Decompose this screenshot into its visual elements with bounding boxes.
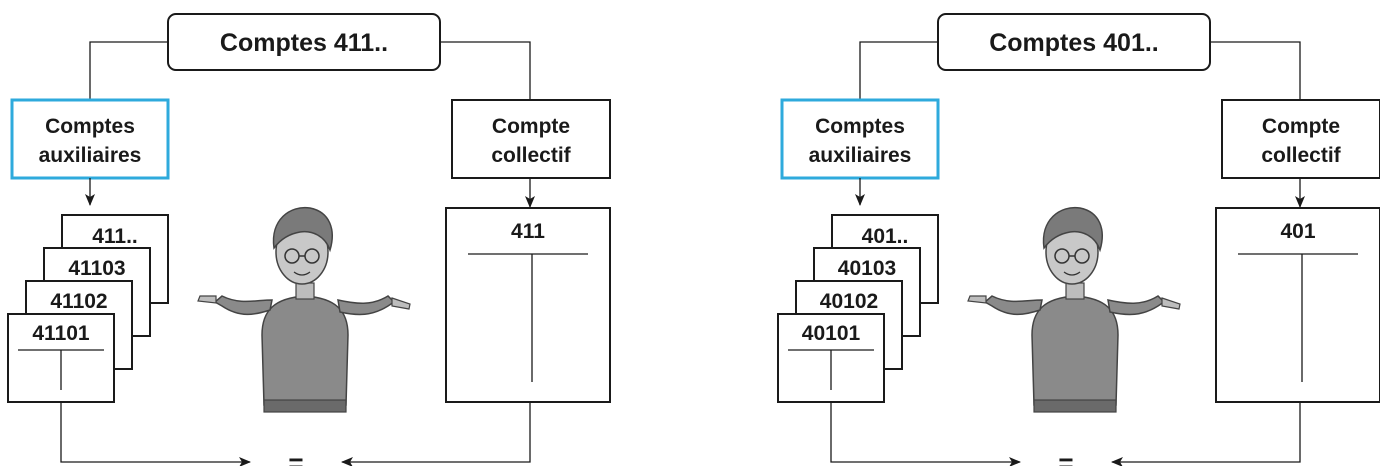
connector-title-collectif [1210, 41, 1301, 100]
connector-title-collectif [440, 41, 531, 100]
collectif-label-line1: Compte [492, 115, 570, 138]
svg-text:401: 401 [1280, 220, 1315, 243]
collectif-label-line2: collectif [491, 144, 571, 167]
diagram-svg: Comptes 401.. Comptes auxiliaires Compte… [777, 13, 1380, 466]
equals-sign: = [1058, 448, 1073, 466]
svg-text:41103: 41103 [68, 257, 125, 280]
collectif-label-line2: collectif [1261, 144, 1341, 167]
auxiliaires-label-line1: Comptes [815, 115, 905, 138]
woman-pointing-figure-icon [967, 206, 1181, 413]
auxiliaires-box [10, 98, 170, 180]
woman-pointing-figure-icon [197, 206, 411, 413]
svg-text:401..: 401.. [862, 225, 909, 248]
collectif-t-account: 401 [1215, 207, 1380, 403]
title-label: Comptes 401.. [989, 29, 1159, 57]
svg-text:40103: 40103 [838, 257, 896, 280]
arrow-subaccounts-to-equals [60, 402, 251, 466]
equals-sign: = [288, 448, 303, 466]
diagram-svg: Comptes 411.. Comptes auxiliaires Compte… [7, 13, 611, 466]
subaccount-card-front: 41101 [7, 313, 115, 403]
auxiliaires-label-line1: Comptes [45, 115, 135, 138]
auxiliaires-box [780, 98, 940, 180]
auxiliaires-label-line2: auxiliaires [39, 144, 142, 167]
title-box [167, 13, 441, 71]
diagram-panel-fournisseurs: Comptes 401.. Comptes auxiliaires Compte… [770, 0, 1380, 466]
subaccount-card-front: 40101 [777, 313, 885, 403]
title-box [937, 13, 1211, 71]
collectif-t-account: 411 [445, 207, 611, 403]
svg-text:41102: 41102 [50, 290, 107, 313]
svg-text:411: 411 [511, 220, 545, 243]
connector-title-auxiliaires [859, 41, 938, 100]
title-label: Comptes 411.. [220, 29, 388, 57]
collectif-box [1221, 99, 1380, 179]
svg-text:41101: 41101 [32, 322, 90, 345]
svg-text:40102: 40102 [820, 290, 878, 313]
svg-text:411..: 411.. [92, 225, 138, 248]
auxiliaires-label-line2: auxiliaires [809, 144, 912, 167]
collectif-label-line1: Compte [1262, 115, 1340, 138]
connector-title-auxiliaires [89, 41, 168, 100]
diagram-panel-clients: Comptes 411.. Comptes auxiliaires Compte… [0, 0, 620, 466]
arrow-subaccounts-to-equals [830, 402, 1021, 466]
collectif-box [451, 99, 611, 179]
svg-text:40101: 40101 [802, 322, 861, 345]
